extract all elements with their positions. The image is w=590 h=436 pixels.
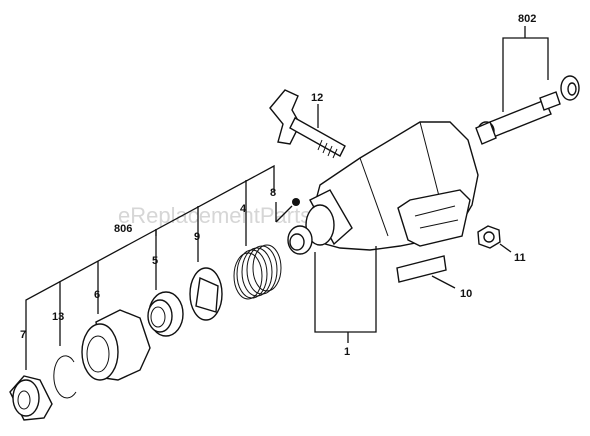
label-9: 9 xyxy=(194,231,200,243)
bracket-806 xyxy=(25,164,275,370)
part-5-bearing xyxy=(147,291,184,337)
part-9-ring xyxy=(189,267,223,321)
leader-11 xyxy=(499,243,512,253)
label-7: 7 xyxy=(20,329,26,341)
part-6-collar xyxy=(81,309,151,381)
part-7-cap xyxy=(9,375,53,421)
label-12: 12 xyxy=(311,92,323,104)
leader-10 xyxy=(431,275,456,289)
part-11-nut xyxy=(477,225,501,249)
part-13-ring xyxy=(53,355,77,399)
label-5: 5 xyxy=(152,255,158,267)
label-1: 1 xyxy=(344,346,350,358)
label-806: 806 xyxy=(114,223,132,235)
label-10: 10 xyxy=(460,288,472,300)
label-6: 6 xyxy=(94,289,100,301)
part-802-shaft xyxy=(475,75,580,145)
label-802: 802 xyxy=(518,13,536,25)
part-10-plate xyxy=(396,255,447,283)
label-8: 8 xyxy=(270,187,276,199)
label-11: 11 xyxy=(514,252,526,264)
part-1-housing xyxy=(287,121,479,255)
part-12-screw xyxy=(269,89,346,159)
label-13: 13 xyxy=(52,311,64,323)
label-4: 4 xyxy=(240,203,247,215)
leader-1 xyxy=(314,246,377,333)
part-4-spring xyxy=(233,244,282,300)
